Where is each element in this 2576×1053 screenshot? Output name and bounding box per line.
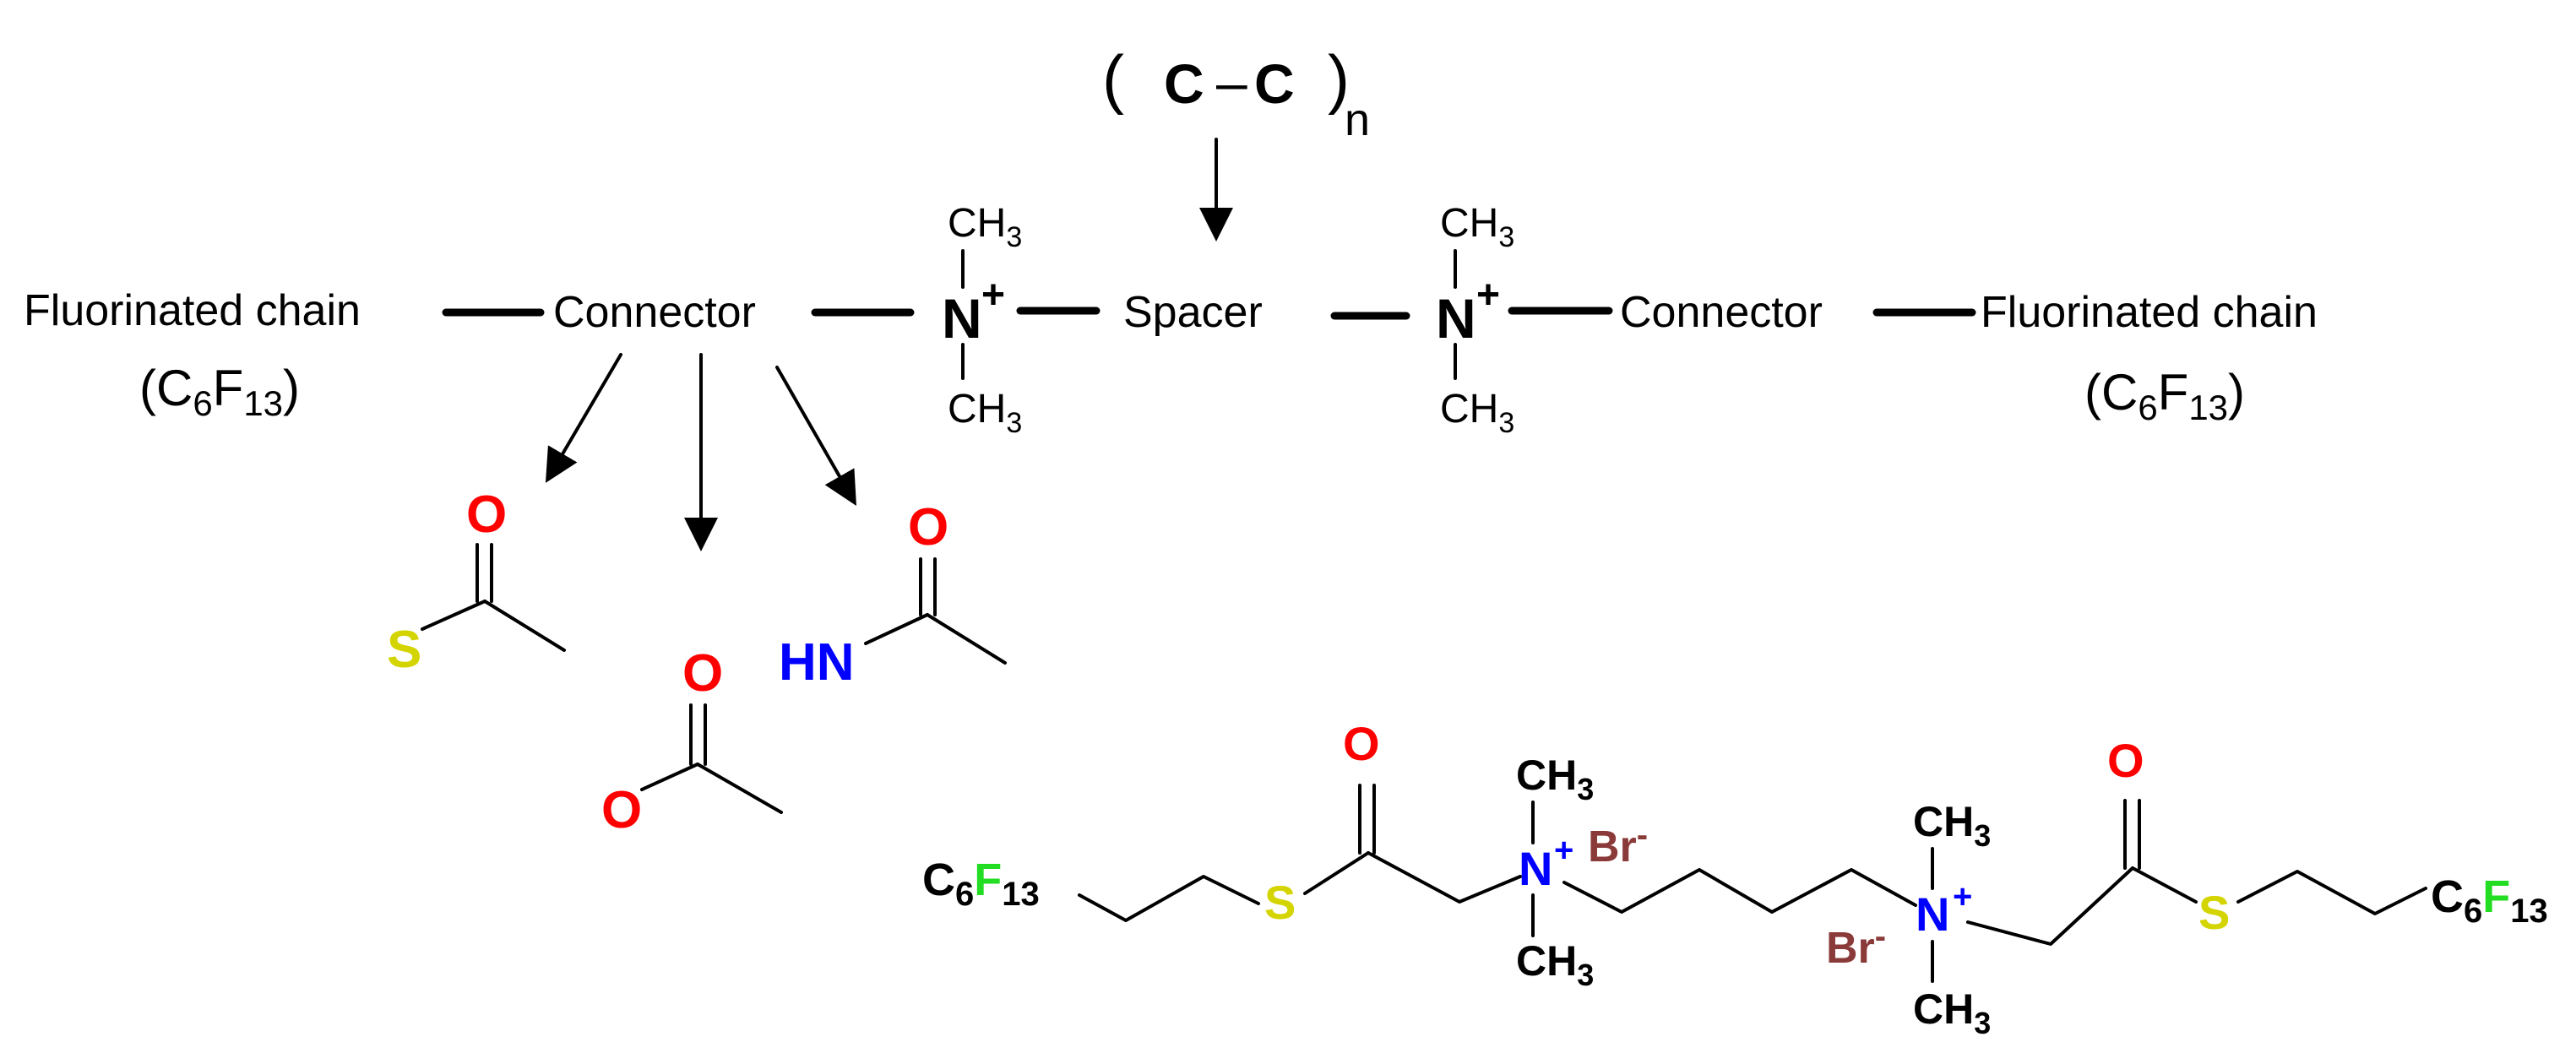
n2-methyl-bottom: CH3	[1440, 387, 1514, 439]
amide-oxygen: O	[908, 498, 948, 556]
thioester-connector: O S	[387, 486, 566, 679]
mol-n2-charge: +	[1953, 878, 1972, 915]
amide-nh: HN	[779, 633, 855, 692]
right-chain-formula: (C6F13)	[2084, 364, 2245, 427]
n1-atom: N	[942, 287, 982, 350]
right-thioester-sulfur: S	[2198, 886, 2230, 939]
ester-ether-oxygen: O	[601, 781, 642, 839]
mol-n2-methyl-top: CH3	[1913, 798, 1991, 853]
right-carbonyl-oxygen: O	[2107, 734, 2144, 787]
mol-n2-atom: N	[1916, 887, 1949, 941]
arrow-to-thioester	[545, 353, 622, 483]
thioester-cc-bond	[483, 600, 566, 652]
spacer-label: Spacer	[1123, 288, 1263, 337]
right-fluorinated-chain-label: Fluorinated chain	[1981, 288, 2318, 337]
mol-n2-bromide: Br-	[1826, 918, 1886, 973]
example-gemini-molecule: C6F13 S O CH3 N + Br- CH3 CH3 N + Br- CH…	[922, 717, 2548, 1040]
n2-methyl-top: CH3	[1440, 201, 1514, 253]
left-ch2-to-n1-bonds	[1367, 851, 1522, 904]
right-c6f13-tail: C6F13	[2431, 871, 2548, 930]
amide-cn-bond	[864, 613, 929, 645]
right-ch2-carbonyl-bonds	[1966, 866, 2134, 946]
repeat-carbon-2: C	[1254, 52, 1295, 115]
n2-charge: +	[1476, 273, 1500, 318]
n2-atom: N	[1436, 287, 1476, 350]
mol-n1-methyl-top: CH3	[1516, 752, 1594, 806]
ammonium-group-1: CH3 N + CH3	[942, 201, 1022, 439]
n1-charge: +	[981, 273, 1005, 318]
ester-cc-bond	[696, 763, 783, 814]
repeat-subscript-n: n	[1345, 95, 1370, 145]
thioester-sulfur: S	[387, 621, 421, 679]
repeat-open-paren: (	[1102, 41, 1124, 116]
left-chain-formula: (C6F13)	[139, 360, 300, 423]
right-c-s-bond	[2131, 866, 2198, 904]
left-c6f13-tail: C6F13	[922, 855, 1040, 913]
arrow-to-amide	[775, 366, 856, 506]
mol-n1-atom: N	[1519, 842, 1552, 895]
spacer-repeat-unit: ( C – C ) n	[1102, 41, 1370, 145]
left-fluorinated-chain-label: Fluorinated chain	[24, 286, 361, 335]
n1-methyl-bottom: CH3	[948, 387, 1022, 439]
thioester-oxygen: O	[466, 486, 507, 544]
ester-connector: O O	[601, 644, 783, 839]
ester-carbonyl-oxygen: O	[682, 644, 723, 703]
ester-co-single-bond	[640, 763, 699, 791]
left-thioester-sulfur: S	[1264, 876, 1296, 929]
n1-methyl-top: CH3	[948, 201, 1022, 253]
left-carbonyl-oxygen: O	[1343, 717, 1380, 770]
right-ethylene-bonds	[2236, 870, 2427, 915]
ammonium-group-2: CH3 N + CH3	[1436, 201, 1514, 439]
mol-n1-methyl-bottom: CH3	[1516, 937, 1594, 992]
right-connector-label: Connector	[1620, 288, 1823, 337]
amide-cc-bond	[926, 613, 1007, 665]
mol-n1-charge: +	[1554, 832, 1573, 869]
repeat-close-paren: )	[1328, 41, 1350, 116]
mol-n2-methyl-bottom: CH3	[1913, 985, 1991, 1040]
repeat-carbon-1: C	[1164, 52, 1204, 115]
thioester-cs-bond	[421, 600, 486, 631]
amide-connector: O HN	[779, 498, 1007, 692]
mol-n1-bromide: Br-	[1588, 817, 1648, 871]
butyl-spacer-bonds	[1562, 868, 1917, 914]
repeat-bond-dash: –	[1216, 51, 1247, 113]
left-connector-label: Connector	[553, 288, 756, 337]
left-ethylene-bonds	[1078, 875, 1260, 922]
left-s-c-bond	[1303, 851, 1370, 895]
